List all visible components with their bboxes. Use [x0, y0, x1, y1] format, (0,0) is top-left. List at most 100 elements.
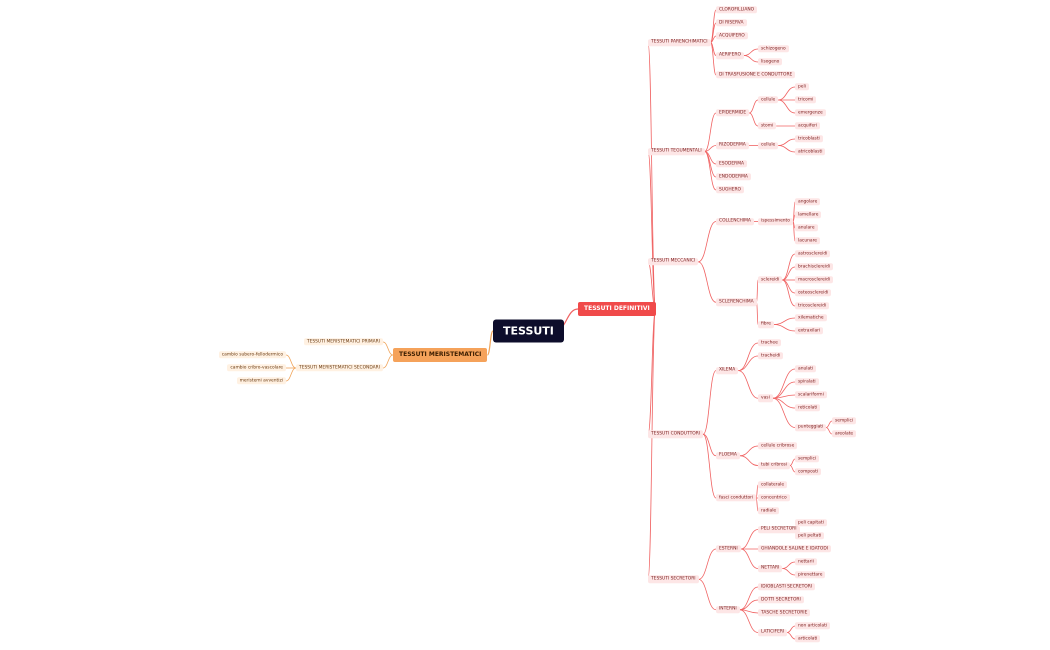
node-extraxilari[interactable]: extraxilari [795, 327, 824, 335]
branch-tessuti-definitivi[interactable]: TESSUTI DEFINITIVI [578, 302, 656, 316]
node-schizogeno[interactable]: schizogeno [758, 45, 789, 53]
node-fasci-conduttori[interactable]: fasci conduttori [716, 494, 757, 502]
node-epidermide[interactable]: EPIDERMIDE [716, 109, 750, 117]
node-peli-peltati[interactable]: peli peltati [795, 532, 825, 540]
node-tessuti-tegumentali[interactable]: TESSUTI TEGUMENTALI [648, 147, 705, 156]
node-macrosclereidi[interactable]: macrosclereidi [795, 276, 834, 284]
node-cellule[interactable]: cellule [758, 141, 779, 150]
node-punteggiati[interactable]: punteggiati [795, 423, 827, 432]
connector-line [792, 221, 796, 242]
node-scalariformi[interactable]: scalariformi [795, 391, 827, 399]
connector-line [773, 317, 796, 325]
connector-line [647, 308, 657, 580]
node-semplici[interactable]: semplici [795, 455, 820, 463]
node-cambio-subero-fellodermico[interactable]: cambio subero-fellodermico [218, 351, 287, 359]
node-angolare[interactable]: angolare [795, 198, 821, 206]
node-spiralati[interactable]: spiralati [795, 378, 819, 386]
node-tessuti-secretori[interactable]: TESSUTI SECRETORI [648, 575, 699, 584]
node-acquifero[interactable]: ACQUIFERO [716, 32, 748, 40]
node-tricosclereidi[interactable]: tricosclereidi [795, 302, 830, 310]
node-articolati[interactable]: articolati [795, 635, 821, 643]
node-tracheidi[interactable]: tracheidi [758, 352, 784, 360]
node-tessuti-parenchimatici[interactable]: TESSUTI PARENCHIMATICI [648, 38, 711, 47]
node-ispessimento[interactable]: ispessimento [758, 217, 793, 226]
node-pirenettare[interactable]: pirenettare [795, 571, 826, 579]
node-cellule-cribrose[interactable]: cellule cribrose [758, 442, 798, 450]
node-reticolati[interactable]: reticolati [795, 404, 821, 412]
connector-line [704, 145, 717, 152]
node-idioblasti-secretori[interactable]: IDIOBLASTI SECRETORI [758, 583, 816, 591]
node-tubi-cribrosi[interactable]: tubi cribrosi [758, 461, 791, 470]
connector-line [698, 548, 717, 580]
node-sclereidi[interactable]: sclereidi [758, 276, 783, 284]
connector-line [285, 367, 297, 382]
node-laticiferi[interactable]: LATICIFERI [758, 628, 788, 637]
node-xilema[interactable]: XILEMA [716, 366, 739, 375]
connector-line [778, 99, 796, 114]
node-anulati[interactable]: anulati [795, 365, 817, 373]
node-trachee[interactable]: trachee [758, 339, 781, 347]
node-non-articolati[interactable]: non articolati [795, 622, 831, 630]
node-endoderma[interactable]: ENDODERMA [716, 173, 751, 181]
node-esoderma[interactable]: ESODERMA [716, 160, 748, 168]
node-lacunare[interactable]: lacunare [795, 237, 820, 245]
node-peli-secretori[interactable]: PELI SECRETORI [758, 525, 800, 534]
node-peli[interactable]: peli [795, 83, 809, 91]
node-nettari[interactable]: NETTARI [758, 564, 783, 573]
node-cellule[interactable]: cellule [758, 96, 779, 104]
branch-tessuti-meristematici[interactable]: TESSUTI MERISTEMATICI [393, 348, 488, 362]
node-sclerenchima[interactable]: SCLERENCHIMA [716, 298, 757, 306]
node-astrosclereidi[interactable]: astrosclereidi [795, 250, 831, 258]
node-clorofilliano[interactable]: CLOROFILLIANO [716, 6, 758, 14]
node-vasi[interactable]: vasi [758, 394, 773, 402]
node-peli-capitati[interactable]: peli capitati [795, 519, 827, 527]
root-node[interactable]: TESSUTI [493, 319, 564, 343]
node-stomi[interactable]: stomi [758, 122, 777, 130]
connector-line [772, 397, 796, 428]
connector-line [382, 354, 394, 369]
node-semplici[interactable]: semplici [832, 417, 857, 425]
node-tessuti-conduttori[interactable]: TESSUTI CONDUTTORI [648, 430, 704, 439]
node-tricomi[interactable]: tricomi [795, 96, 817, 104]
node-rizoderma[interactable]: RIZODERMA [716, 141, 749, 150]
node-acquiferi[interactable]: acquiferi [795, 122, 821, 130]
node-atricoblasti[interactable]: atricoblasti [795, 148, 826, 156]
node-lamellare[interactable]: lamellare [795, 211, 822, 219]
node-concentrico[interactable]: concentrico [758, 494, 790, 502]
connector-line [739, 599, 759, 611]
node-composti[interactable]: composti [795, 468, 822, 476]
node-aerifero[interactable]: AERIFERO [716, 51, 744, 60]
node-sughero[interactable]: SUGHERO [716, 186, 744, 194]
node-areolate[interactable]: areolate [832, 430, 857, 438]
node-cambio-cribro-vascolare[interactable]: cambio cribro-vascolare [227, 364, 287, 372]
connector-line [647, 42, 657, 310]
connector-line [756, 279, 759, 303]
connector-line [739, 609, 759, 633]
node-lisogeno[interactable]: lisogeno [758, 58, 783, 66]
node-tricoblasti[interactable]: tricoblasti [795, 135, 823, 143]
connector-line [704, 112, 717, 152]
node-collenchima[interactable]: COLLENCHIMA [716, 217, 754, 226]
node-fibre[interactable]: fibre [758, 320, 774, 329]
node-di-riserva[interactable]: DI RISERVA [716, 19, 747, 27]
node-tessuti-meristematici-primari[interactable]: TESSUTI MERISTEMATICI PRIMARI [303, 338, 383, 346]
node-radiale[interactable]: radiale [758, 507, 780, 515]
node-interni[interactable]: INTERNI [716, 606, 740, 614]
node-tessuti-meristematici-secondari[interactable]: TESSUTI MERISTEMATICI SECONDARI [296, 364, 383, 372]
node-collaterale[interactable]: collaterale [758, 481, 788, 489]
node-tasche-secretorie[interactable]: TASCHE SECRETORIE [758, 609, 811, 617]
node-emergenze[interactable]: emergenze [795, 109, 826, 117]
node-nettarii[interactable]: nettarii [795, 558, 817, 566]
node-anulare[interactable]: anulare [795, 224, 818, 232]
node-di-trasfusione-e-conduttore[interactable]: DI TRASFUSIONE E CONDUTTORE [716, 71, 796, 79]
node-osteosclereidi[interactable]: osteosclereidi [795, 289, 832, 297]
node-brachisclereidi[interactable]: brachisclereidi [795, 263, 833, 271]
node-floema[interactable]: FLOEMA [716, 452, 740, 460]
node-esterni[interactable]: ESTERNI [716, 545, 741, 553]
node-tessuti-meccanici[interactable]: TESSUTI MECCANICI [648, 258, 699, 266]
node-meristemi-avventizi[interactable]: meristemi avventizi [236, 377, 287, 385]
node-ghiandole-saline-e-idatodi[interactable]: GHIANDOLE SALINE E IDATODI [758, 545, 832, 553]
connector-line [826, 427, 833, 435]
node-xilematiche[interactable]: xilematiche [795, 314, 827, 322]
node-dotti-secretori[interactable]: DOTTI SECRETORI [758, 596, 804, 604]
